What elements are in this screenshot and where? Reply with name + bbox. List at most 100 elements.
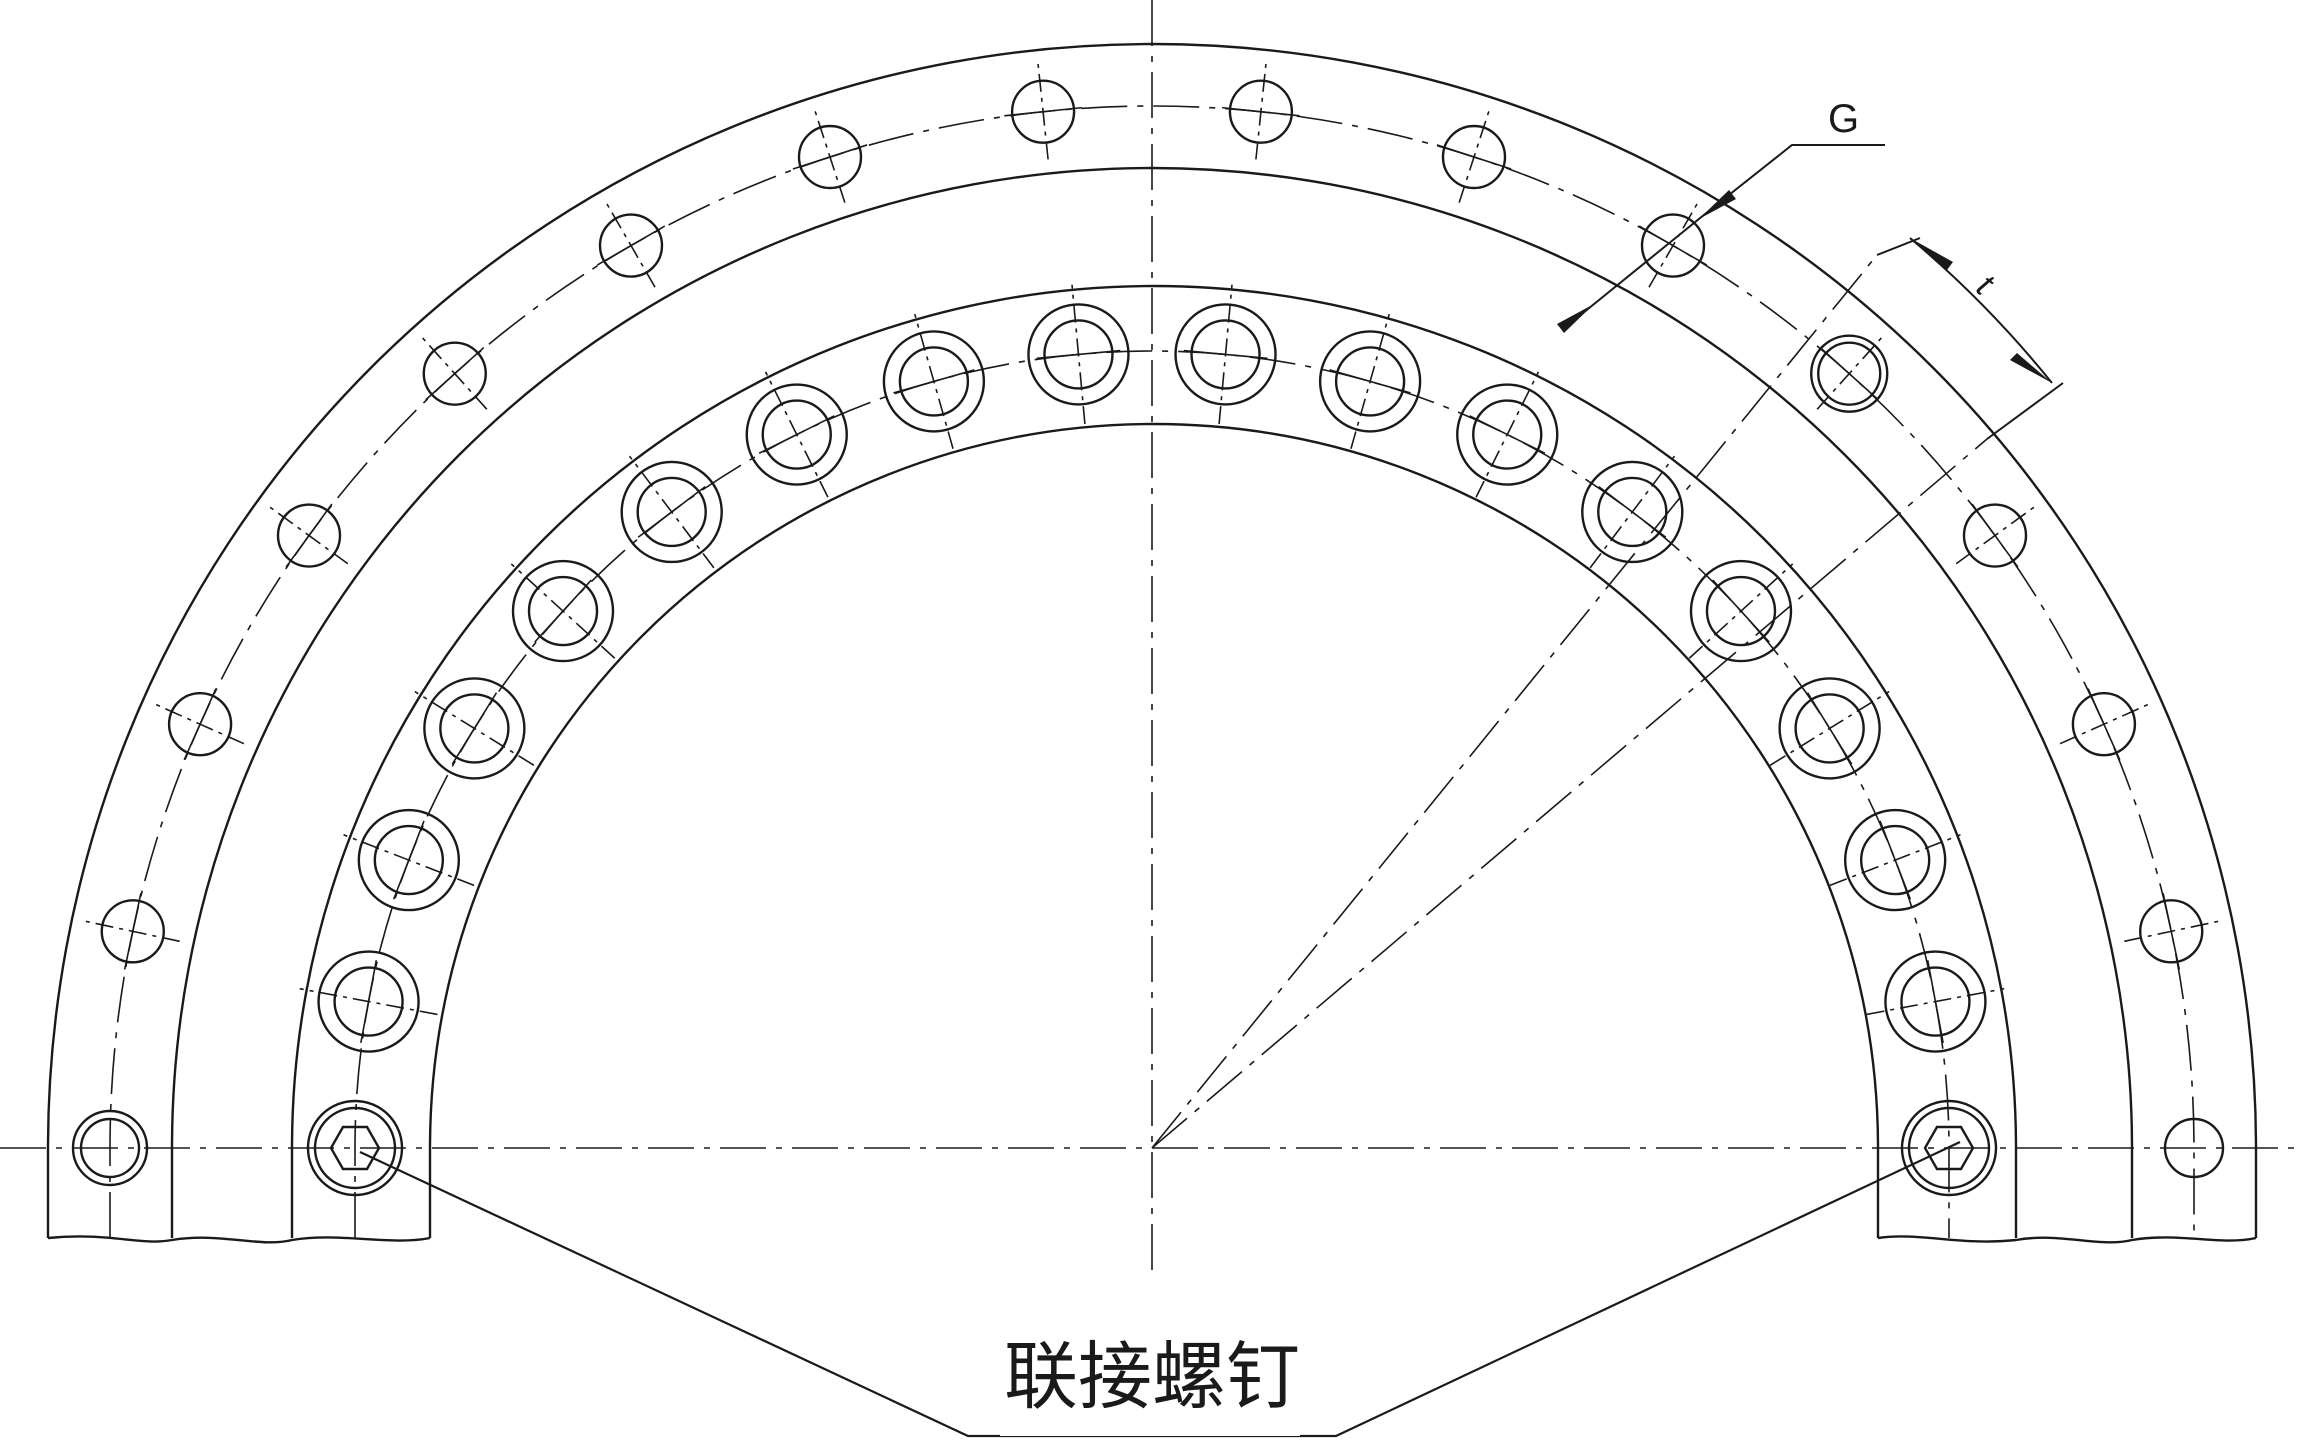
outer-row-holes — [85, 63, 2219, 970]
inner-row-hole — [343, 808, 475, 912]
inner-row-hole-tangent-mark — [534, 579, 592, 643]
outer-row-hole — [269, 503, 349, 568]
inner-row-hole-bore — [1472, 399, 1543, 470]
break-line-left — [47, 1235, 431, 1244]
dimension-g-line — [1582, 209, 1711, 314]
outer-row-hole-bore — [1228, 79, 1294, 144]
inner-row-hole-tangent-mark — [1183, 349, 1268, 360]
inner-row-hole-tangent-mark — [1036, 349, 1121, 360]
inner-row-hole — [1027, 284, 1130, 425]
outer-row-hole — [2059, 688, 2149, 761]
inner-row-hole-bore — [1597, 476, 1668, 548]
outer-row-hole — [2124, 893, 2219, 970]
dimension-g-arrow-bottom-icon — [1557, 304, 1594, 333]
inner-row-hole-counterbore — [1689, 559, 1793, 663]
inner-row-hole-tangent-mark — [637, 486, 706, 538]
outer-end-hole-left — [79, 1117, 141, 1179]
inner-row-hole — [1174, 284, 1277, 425]
inner-row-hole-tangent-mark — [1926, 960, 1944, 1043]
outer-row-hole-bore — [797, 124, 863, 190]
outer-end-hole-left-counterbore — [71, 1109, 149, 1187]
inner-row-hole — [510, 559, 616, 663]
inner-row-hole-bore — [439, 693, 510, 764]
outer-row-hole — [85, 893, 180, 970]
inner-row-hole-tangent-mark — [360, 960, 378, 1043]
inner-row-hole — [1866, 950, 2005, 1053]
outer-row-hole-bore — [1962, 503, 2028, 568]
inner-ring-bore — [428, 422, 1880, 1238]
bolt-right-hex-socket-icon — [1923, 1125, 1975, 1171]
inner-row-hole-counterbore — [423, 677, 526, 780]
radial-line-1 — [1151, 254, 1878, 1149]
inner-ring-outer-edge — [290, 284, 2018, 1238]
inner-row-hole-bore — [1190, 319, 1261, 390]
inner-row-hole-bore — [898, 346, 970, 417]
inner-row-hole-counterbore — [1884, 950, 1987, 1053]
inner-row-hole-counterbore — [1843, 808, 1947, 912]
connecting-bolt-left — [306, 1099, 404, 1197]
outer-row-hole — [422, 337, 488, 410]
inner-row-hole-bore — [373, 824, 445, 896]
inner-row-hole-bore — [1334, 346, 1406, 417]
inner-row-hole — [414, 677, 535, 780]
inner-row-hole-counterbore — [511, 559, 615, 663]
inner-row-hole — [1688, 559, 1794, 663]
inner-row-hole-tangent-mark — [1806, 692, 1853, 765]
inner-row-hole-bore — [1900, 966, 1971, 1037]
outer-row-hole-tangent-mark — [1971, 503, 2019, 568]
outer-row-hole — [596, 203, 666, 288]
outer-row-hole-bore — [1640, 213, 1706, 278]
outer-row-hole-bore — [422, 341, 487, 406]
dimension-g — [1557, 144, 1885, 333]
outer-row-hole-tangent-mark — [183, 688, 217, 761]
inner-row-hole-counterbore — [745, 383, 848, 486]
inner-row-hole — [299, 950, 438, 1053]
outer-row-hole-bore — [598, 213, 664, 278]
outer-row-hole-tangent-mark — [1004, 106, 1082, 117]
dimension-g-leader — [1709, 144, 1885, 211]
outer-row-hole-tangent-mark — [792, 144, 868, 170]
outer-row-hole-tangent-mark — [1638, 225, 1708, 266]
inner-row-hole-tangent-mark — [392, 820, 425, 900]
outer-end-hole-right — [2163, 1117, 2225, 1179]
dimension-t-arrow-bottom-icon — [2010, 353, 2052, 383]
outer-row-end-holes — [71, 1109, 2225, 1187]
outer-row-hole-tangent-mark — [425, 346, 485, 401]
dimensioned-hole-outline — [1810, 334, 1889, 413]
inner-row-hole — [745, 371, 848, 498]
inner-row-hole-tangent-mark — [1329, 369, 1411, 394]
centre-lines — [0, 0, 2303, 1280]
bolt-left-hex-socket-icon — [329, 1125, 381, 1171]
outer-row-hole-tangent-mark — [2087, 688, 2121, 761]
outer-row-hole-bore — [2139, 899, 2204, 964]
bolt-left-counterbore — [306, 1099, 404, 1197]
outer-row-hole — [1955, 503, 2035, 568]
outer-row-hole-bore — [1441, 124, 1507, 190]
bolt-left-head — [313, 1106, 397, 1190]
inner-row-hole-tangent-mark — [451, 692, 498, 765]
outer-row-hole-bore — [276, 503, 342, 568]
outer-row-hole-bore — [1817, 341, 1882, 406]
caption-connecting-screws: 联接螺钉 — [1004, 1334, 1300, 1420]
inner-row-hole — [882, 313, 986, 449]
inner-row-hole-tangent-mark — [893, 369, 975, 394]
dimension-g-arrow-top-icon — [1699, 190, 1736, 219]
inner-row-hole-counterbore — [1581, 460, 1684, 564]
inner-row-hole-tangent-mark — [758, 415, 835, 454]
dimension-t-extension-2 — [1986, 382, 2064, 440]
outer-row-hole — [1816, 337, 1882, 410]
inner-row-hole — [620, 455, 723, 569]
inner-row-hole-bore — [1859, 824, 1931, 896]
inner-row-hole-counterbore — [1456, 383, 1559, 486]
inner-row-hole-bore — [333, 966, 404, 1037]
inner-row-hole-counterbore — [620, 460, 723, 564]
connecting-bolts — [306, 1099, 1998, 1197]
outer-row-hole-bore — [167, 691, 233, 757]
outer-row-hole — [1638, 203, 1708, 288]
inner-row-hole — [1456, 371, 1559, 498]
dimension-t-label: t — [1969, 267, 2001, 304]
outer-row-hole — [155, 688, 245, 761]
dimension-g-label: G — [1828, 97, 1859, 141]
dimension-t — [1876, 237, 2064, 440]
caption-background — [1000, 1318, 1300, 1436]
